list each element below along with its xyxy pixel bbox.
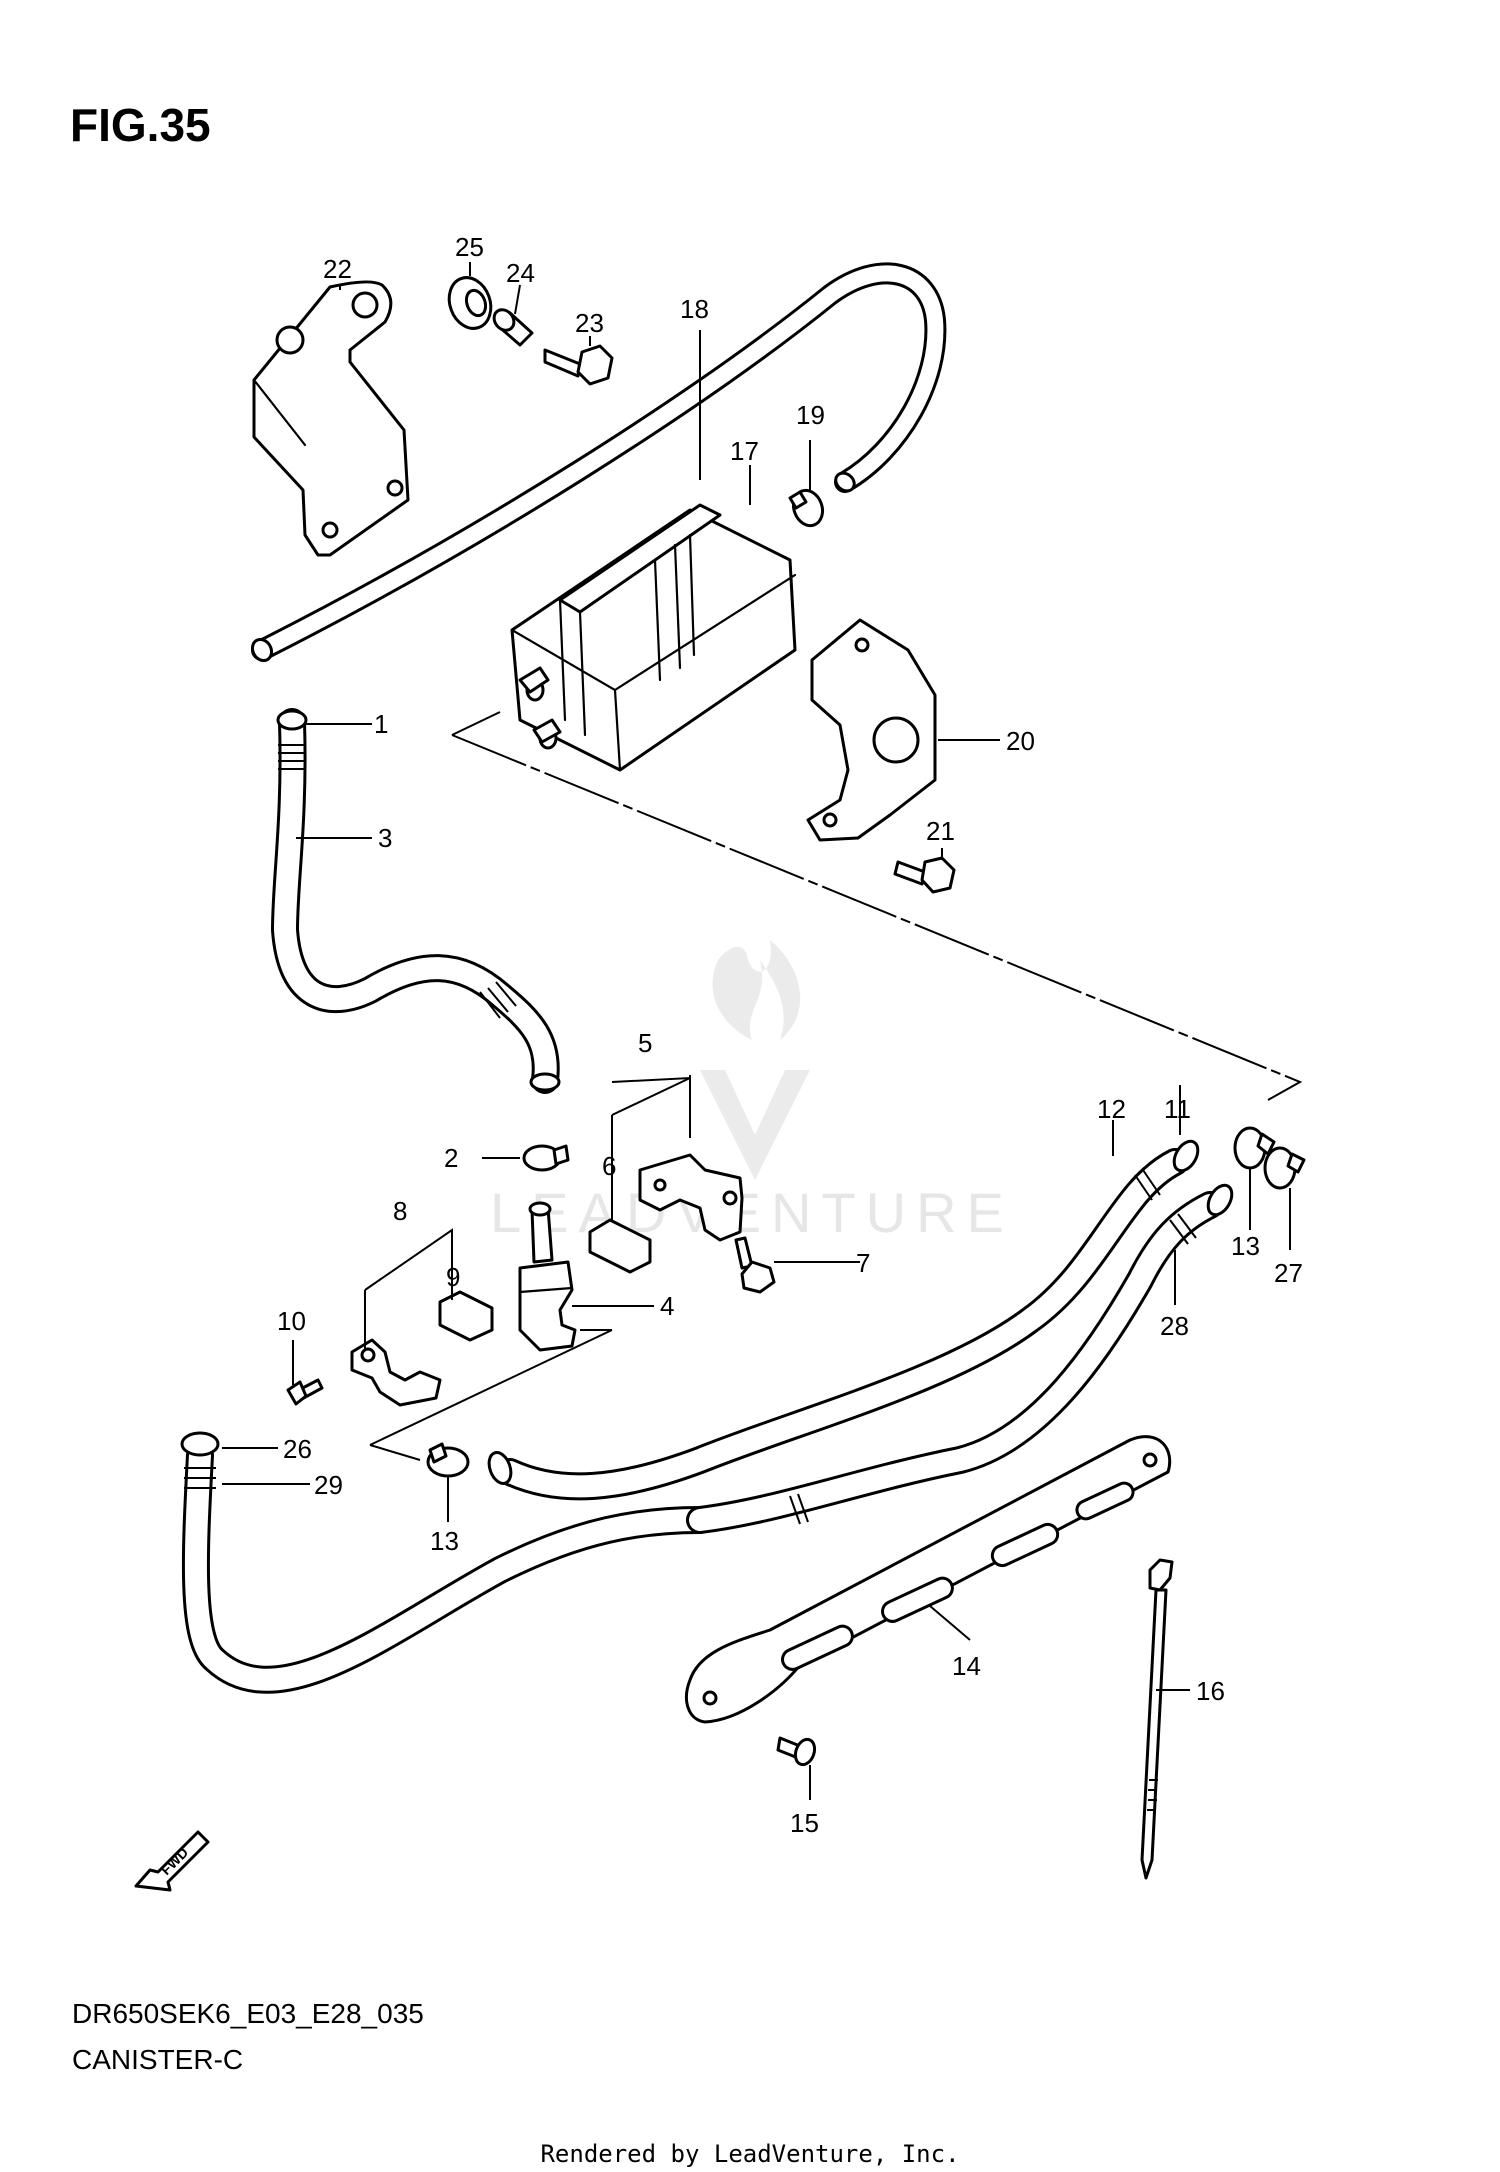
model-code: DR650SEK6_E03_E28_035 [72, 1998, 424, 2029]
part-13-clamp-lower [426, 1442, 470, 1478]
part-25-grommet [447, 276, 493, 330]
callout-11: 11 [1164, 1094, 1191, 1124]
fwd-arrow-icon: FWD [134, 1830, 210, 1892]
callout-29: 29 [314, 1470, 343, 1500]
callout-5: 5 [638, 1028, 652, 1058]
watermark-text: LEADVENTURE [490, 1181, 1014, 1244]
part-21-bolt [893, 856, 956, 894]
part-3-hose [271, 708, 561, 1094]
watermark: LEADVENTURE [490, 940, 1014, 1244]
part-7-bolt [734, 1236, 776, 1294]
part-19-clamp [788, 488, 825, 528]
callouts: 1 2 3 4 5 6 7 8 9 10 11 12 13 13 14 15 1… [277, 232, 1303, 1838]
part-6-pad [588, 1218, 652, 1274]
callout-4: 4 [660, 1291, 674, 1321]
callout-22: 22 [323, 254, 352, 284]
callout-19: 19 [796, 400, 825, 430]
leader-lines [222, 262, 1291, 1800]
part-4-valve [518, 1201, 577, 1352]
callout-14: 14 [952, 1651, 981, 1681]
assembly-name: CANISTER-C [72, 2044, 244, 2075]
part-29-hose [180, 1431, 714, 1694]
callout-27: 27 [1274, 1258, 1303, 1288]
callout-16: 16 [1196, 1676, 1225, 1706]
callout-10: 10 [277, 1306, 306, 1336]
part-16-cable-tie [1140, 1558, 1174, 1880]
callout-25: 25 [455, 232, 484, 262]
callout-21: 21 [926, 816, 955, 846]
render-credit: Rendered by LeadVenture, Inc. [540, 2140, 960, 2168]
callout-9: 9 [446, 1262, 460, 1292]
part-2-clamp [522, 1144, 570, 1172]
callout-3: 3 [378, 823, 392, 853]
callout-12: 12 [1097, 1094, 1126, 1124]
callout-2: 2 [444, 1143, 458, 1173]
part-28-hose [686, 1183, 1234, 1534]
part-5-bracket [638, 1153, 744, 1242]
callout-8: 8 [393, 1196, 407, 1226]
callout-7: 7 [856, 1248, 870, 1278]
callout-26: 26 [283, 1434, 312, 1464]
part-20-bracket [806, 618, 937, 842]
callout-24: 24 [506, 258, 535, 288]
part-27-clamp [1263, 1146, 1306, 1190]
callout-20: 20 [1006, 726, 1035, 756]
part-22-bracket [252, 280, 410, 557]
group-lines [364, 711, 1303, 1461]
callout-28: 28 [1160, 1311, 1189, 1341]
callout-15: 15 [790, 1808, 819, 1838]
callout-23: 23 [575, 308, 604, 338]
part-10-screw [286, 1378, 324, 1406]
part-12-hose [487, 1139, 1200, 1501]
callout-17: 17 [730, 436, 759, 466]
callout-1: 1 [374, 709, 388, 739]
callout-13-upper: 13 [1231, 1231, 1260, 1261]
callout-18: 18 [680, 294, 709, 324]
part-18-hose [250, 262, 947, 663]
part-17-canister [510, 503, 797, 772]
figure-title: FIG.35 [70, 99, 211, 151]
part-15-screw [776, 1736, 817, 1767]
part-24-collar [492, 308, 534, 347]
part-14-strap [685, 1435, 1172, 1724]
callout-13-lower: 13 [430, 1526, 459, 1556]
callout-6: 6 [602, 1151, 616, 1181]
part-23-bolt [543, 344, 614, 386]
part-8-clamp [350, 1338, 442, 1407]
part-9-pad [438, 1290, 494, 1342]
